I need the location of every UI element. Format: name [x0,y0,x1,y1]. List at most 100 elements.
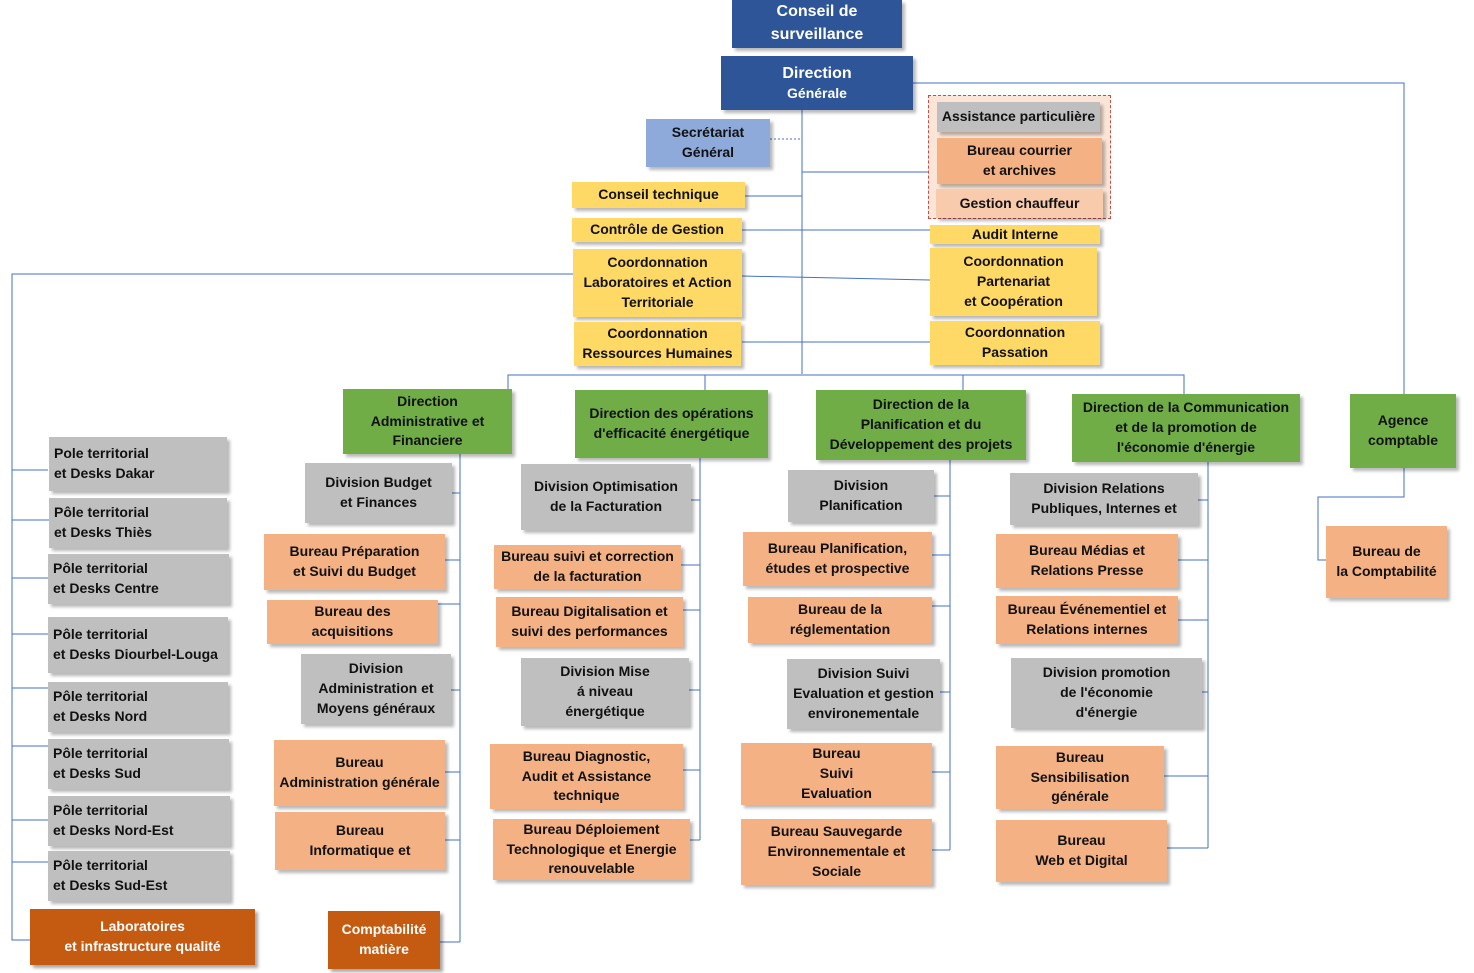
pole-territorial-label: Pôle territorial et Desks Sud [53,745,148,781]
pole-territorial-box: Pôle territorial et Desks Centre [48,554,229,604]
daf-item-label: Division Administration et Moyens généra… [316,660,436,716]
agence-comptable-label: Agence comptable [1367,412,1438,448]
daf-bureau-box: Bureau Informatique et [275,812,445,870]
daf-bureau-box: Bureau Administration générale [274,740,445,806]
bureau-courrier-label: Bureau courrier et archives [966,142,1073,178]
comptabilite-matiere-box: Comptabilité matière [328,911,440,969]
doee-item-label: Division Optimisation de la Facturation [534,478,678,514]
pole-territorial-box: Pôle territorial et Desks Diourbel-Louga [48,617,228,673]
coord-passation-label: Coordonnation Passation [964,324,1066,360]
secretariat-general-box: Secrétariat Général [646,119,770,167]
dpdp-bureau-box: Bureau de la réglementation [748,597,932,643]
audit-interne-box: Audit Interne [930,225,1100,244]
pole-territorial-box: Pôle territorial et Desks Nord-Est [48,796,230,846]
dcpe-item-label: Bureau Web et Digital [1035,832,1128,868]
daf-division-box: Division Administration et Moyens généra… [301,654,451,724]
dpdp-bureau-box: Bureau Sauvegarde Environnementale et So… [741,819,932,885]
laboratoires-label: Laboratoires et infrastructure qualité [64,918,221,954]
controle-gestion-label: Contrôle de Gestion [590,221,724,238]
dcpe-bureau-box: Bureau Sensibilisation générale [996,746,1164,809]
pole-territorial-box: Pole territorial et Desks Dakar [49,437,227,491]
dcpe-division-box: Division promotion de l'économie d'énerg… [1011,658,1202,728]
dpdp-division-box: Division Suivi Evaluation et gestion env… [787,659,940,729]
dpdp-item-label: Division Suivi Evaluation et gestion env… [793,665,934,721]
daf-bureau-box: Bureau des acquisitions [267,600,438,644]
conseil-technique-label: Conseil technique [598,186,719,203]
doee-bureau-box: Bureau suivi et correction de la factura… [494,545,681,589]
dpdp-division-box: Division Planification [788,470,934,522]
doee-bureau-box: Bureau Diagnostic, Audit et Assistance t… [490,744,683,809]
doee-item-label: Bureau suivi et correction de la factura… [501,548,674,584]
dcpe-title-label: Direction de la Communication et de la p… [1082,399,1290,455]
doee-bureau-box: Bureau Digitalisation et suivi des perfo… [496,597,683,647]
coord-rh-label: Coordonnation Ressources Humaines [582,325,733,361]
daf-title-box: Direction Administrative et Financiere [343,389,512,454]
doee-item-label: Bureau Diagnostic, Audit et Assistance t… [521,747,652,804]
controle-gestion-box: Contrôle de Gestion [572,218,742,242]
doee-bureau-box: Bureau Déploiement Technologique et Ener… [493,819,690,880]
dpdp-item-label: Bureau Sauvegarde Environnementale et So… [767,823,906,879]
dcpe-item-label: Bureau Sensibilisation générale [1030,748,1130,805]
daf-item-label: Bureau Préparation et Suivi du Budget [289,543,420,579]
dcpe-item-label: Division promotion de l'économie d'énerg… [1042,664,1171,720]
daf-item-label: Bureau Administration générale [279,754,440,790]
pole-territorial-label: Pôle territorial et Desks Nord [53,688,148,724]
pole-territorial-box: Pôle territorial et Desks Thiès [49,498,227,548]
dcpe-bureau-box: Bureau Médias et Relations Presse [996,534,1178,588]
bureau-comptabilite-box: Bureau de la Comptabilité [1326,526,1447,598]
coord-passation-box: Coordonnation Passation [930,321,1100,365]
dcpe-item-label: Division Relations Publiques, Internes e… [1031,480,1177,516]
dcpe-bureau-box: Bureau Événementiel et Relations interne… [996,596,1178,644]
dpdp-title-label: Direction de la Planification et du Déve… [829,396,1013,452]
pole-territorial-label: Pôle territorial et Desks Centre [53,560,159,596]
pole-territorial-box: Pôle territorial et Desks Nord [48,682,228,732]
gestion-chauffeur-box: Gestion chauffeur [936,189,1103,218]
dcpe-item-label: Bureau Événementiel et Relations interne… [1007,601,1167,637]
doee-title-label: Direction des opérations d'efficacité én… [589,405,754,441]
gestion-chauffeur-label: Gestion chauffeur [959,194,1080,211]
doee-item-label: Division Mise á niveau énergétique [560,663,650,719]
dpdp-item-label: Bureau Planification, études et prospect… [765,540,910,576]
secretariat-general-label: Secrétariat Général [671,124,745,160]
dpdp-bureau-box: Bureau Suivi Evaluation [741,743,932,805]
dpdp-item-label: Bureau de la réglementation [789,601,891,637]
pole-territorial-box: Pôle territorial et Desks Sud [48,739,229,789]
coord-partenariat-box: Coordonnation Partenariat et Coopération [930,248,1097,316]
bureau-comptabilite-label: Bureau de la Comptabilité [1336,543,1437,579]
agence-comptable-box: Agence comptable [1350,394,1456,468]
pole-territorial-label: Pole territorial et Desks Dakar [54,445,155,481]
doee-item-label: Bureau Déploiement Technologique et Ener… [506,820,677,877]
dcpe-item-label: Bureau Médias et Relations Presse [1029,542,1145,578]
coord-laboratoires-label: Coordonnation Laboratoires et Action Ter… [583,254,732,310]
doee-division-box: Division Mise á niveau énergétique [521,658,689,726]
direction-generale-title: Direction [782,64,852,82]
assistance-particuliere-label: Assistance particulière [941,108,1096,125]
conseil-technique-box: Conseil technique [572,182,745,208]
conseil-surveillance-box: Conseil de surveillance [732,0,902,48]
pole-territorial-label: Pôle territorial et Desks Diourbel-Louga [53,626,218,662]
doee-item-label: Bureau Digitalisation et suivi des perfo… [511,603,668,639]
doee-division-box: Division Optimisation de la Facturation [521,464,691,530]
pole-territorial-box: Pôle territorial et Desks Sud-Est [48,851,230,901]
daf-item-label: Bureau des acquisitions [311,603,394,639]
dpdp-bureau-box: Bureau Planification, études et prospect… [743,532,932,586]
assistance-particuliere-box: Assistance particulière [937,102,1100,132]
dpdp-item-label: Division Planification [819,477,903,513]
dcpe-title-box: Direction de la Communication et de la p… [1072,394,1300,462]
bureau-courrier-box: Bureau courrier et archives [937,138,1102,184]
direction-generale-box: Direction Générale [721,56,913,110]
daf-bureau-box: Bureau Préparation et Suivi du Budget [264,534,445,590]
comptabilite-matiere-label: Comptabilité matière [341,921,427,957]
daf-item-label: Bureau Informatique et [309,822,411,858]
daf-title-label: Direction Administrative et Financiere [370,392,485,449]
doee-title-box: Direction des opérations d'efficacité én… [575,390,768,458]
pole-territorial-label: Pôle territorial et Desks Thiès [54,504,153,540]
daf-item-label: Division Budget et Finances [325,474,432,510]
dpdp-title-box: Direction de la Planification et du Déve… [816,390,1026,460]
direction-generale-subtitle: Générale [787,85,847,102]
coord-partenariat-label: Coordonnation Partenariat et Coopération [963,253,1064,309]
conseil-surveillance-label: Conseil de surveillance [770,3,864,43]
laboratoires-box: Laboratoires et infrastructure qualité [30,909,255,965]
dpdp-item-label: Bureau Suivi Evaluation [801,745,872,801]
